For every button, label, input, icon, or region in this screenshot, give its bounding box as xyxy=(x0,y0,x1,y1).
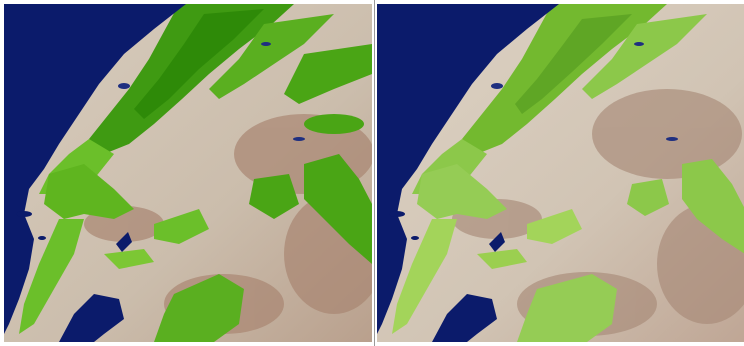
water-body xyxy=(377,4,559,334)
water-body xyxy=(4,4,186,334)
vegetation-east xyxy=(627,159,744,254)
vegetation-east xyxy=(249,114,372,264)
satellite-image-left xyxy=(4,4,372,342)
satellite-image-right xyxy=(377,4,744,342)
islands xyxy=(16,211,46,240)
vegetation-ridges xyxy=(39,4,372,194)
coastal-vegetation xyxy=(44,164,134,219)
islands xyxy=(389,211,419,240)
lakes xyxy=(491,42,678,141)
coastal-vegetation xyxy=(417,164,507,219)
bay xyxy=(59,294,124,342)
bay xyxy=(432,294,497,342)
lakes xyxy=(118,42,305,141)
vegetation-south xyxy=(517,274,617,342)
panel-divider xyxy=(374,0,375,346)
vegetation-south xyxy=(154,274,244,342)
